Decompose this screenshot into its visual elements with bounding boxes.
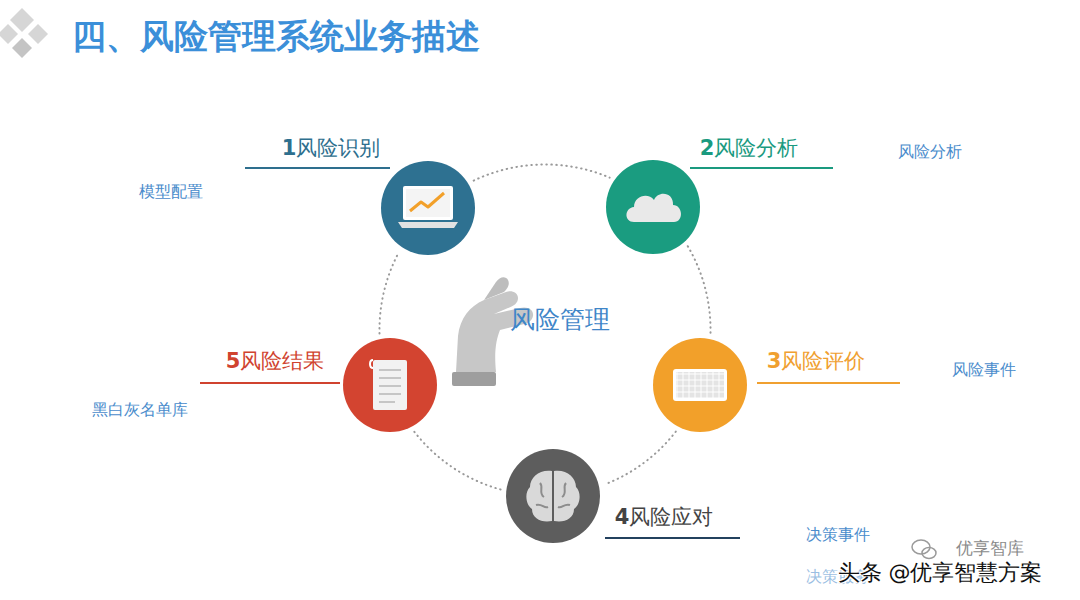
dotted-connector [688, 246, 711, 333]
dotted-connector [605, 432, 676, 485]
step-circle: 4风险应对 [506, 449, 600, 543]
circle-icon [653, 338, 747, 432]
circle-icon [343, 338, 437, 432]
circle-icon [381, 161, 475, 255]
step-circle: 2风险分析 [606, 160, 700, 254]
side-note: 风险事件 [952, 360, 1016, 379]
step-heading: 5风险结果 [226, 349, 325, 374]
step-circle: 5风险结果 [343, 338, 437, 432]
page-title: 四、风险管理系统业务描述 [72, 14, 480, 60]
side-note: 模型配置 [139, 182, 203, 201]
side-note: 风险分析 [898, 142, 962, 161]
side-note: 决策事件 [806, 525, 870, 544]
step-circle: 1风险识别 [381, 161, 475, 255]
watermark: 头条 @优享智慧方案 [838, 560, 1043, 586]
watermark-icon [912, 540, 936, 559]
step-heading: 3风险评价 [767, 349, 866, 374]
heading-underlines [200, 168, 900, 538]
circle-icon [506, 449, 600, 543]
step-circle: 3风险评价 [653, 338, 747, 432]
dotted-connector [379, 253, 398, 334]
watermark: 优享智库 [956, 538, 1024, 558]
corner-diamonds [0, 8, 48, 58]
circle-icon [606, 160, 700, 254]
step-heading: 4风险应对 [615, 505, 714, 530]
step-heading: 2风险分析 [700, 136, 799, 161]
side-note: 黑白灰名单库 [92, 400, 188, 419]
dotted-connector [414, 432, 500, 490]
dotted-connector [474, 164, 610, 180]
center-label: 风险管理 [510, 305, 610, 335]
step-heading: 1风险识别 [282, 136, 381, 161]
